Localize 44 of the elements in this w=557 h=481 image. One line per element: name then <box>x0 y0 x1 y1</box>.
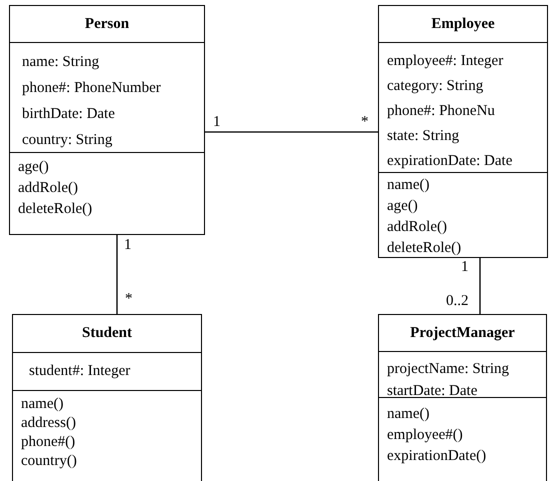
class-box <box>378 5 548 258</box>
multiplicity-label: 1 <box>461 258 468 276</box>
class-member: phone#() <box>21 433 76 452</box>
class-member: name() <box>387 405 430 424</box>
class-member: addRole() <box>18 179 78 198</box>
class-member: addRole() <box>387 218 447 237</box>
class-name: Employee <box>431 14 495 34</box>
class-box <box>378 314 547 481</box>
class-member: country: String <box>22 131 112 150</box>
multiplicity-label: 1 <box>213 113 220 131</box>
multiplicity-label: * <box>125 290 132 308</box>
multiplicity-label: * <box>361 113 368 131</box>
class-box <box>12 314 202 481</box>
association-line <box>205 131 378 133</box>
multiplicity-label: 0..2 <box>446 292 468 310</box>
class-member: deleteRole() <box>18 200 92 219</box>
class-member: employee#() <box>387 426 463 445</box>
class-box <box>9 5 205 235</box>
class-member: name() <box>387 176 430 195</box>
class-member: category: String <box>387 77 484 96</box>
class-member: projectName: String <box>387 360 510 379</box>
class-member: age() <box>18 158 49 177</box>
class-member: address() <box>21 414 76 433</box>
class-member: country() <box>21 452 77 471</box>
class-member: age() <box>387 197 418 216</box>
class-member: phone#: PhoneNumber <box>22 79 161 98</box>
class-member: expirationDate() <box>387 447 486 466</box>
class-member: student#: Integer <box>29 362 130 381</box>
class-compartment <box>379 351 546 397</box>
class-member: employee#: Integer <box>387 52 504 71</box>
class-member: deleteRole() <box>387 239 462 258</box>
class-name: Person <box>84 14 130 34</box>
class-member: expirationDate: Date <box>387 152 512 171</box>
class-member: startDate: Date <box>387 382 478 401</box>
class-name: Student <box>82 324 132 344</box>
association-line <box>116 235 118 314</box>
class-member: state: String <box>387 127 460 146</box>
class-member: birthDate: Date <box>22 105 115 124</box>
multiplicity-label: 1 <box>124 236 132 254</box>
class-name: ProjectManager <box>410 324 515 343</box>
association-line <box>479 258 481 314</box>
class-member: name: String <box>22 53 100 72</box>
class-member: phone#: PhoneNu <box>387 102 495 121</box>
class-member: name() <box>21 395 64 414</box>
